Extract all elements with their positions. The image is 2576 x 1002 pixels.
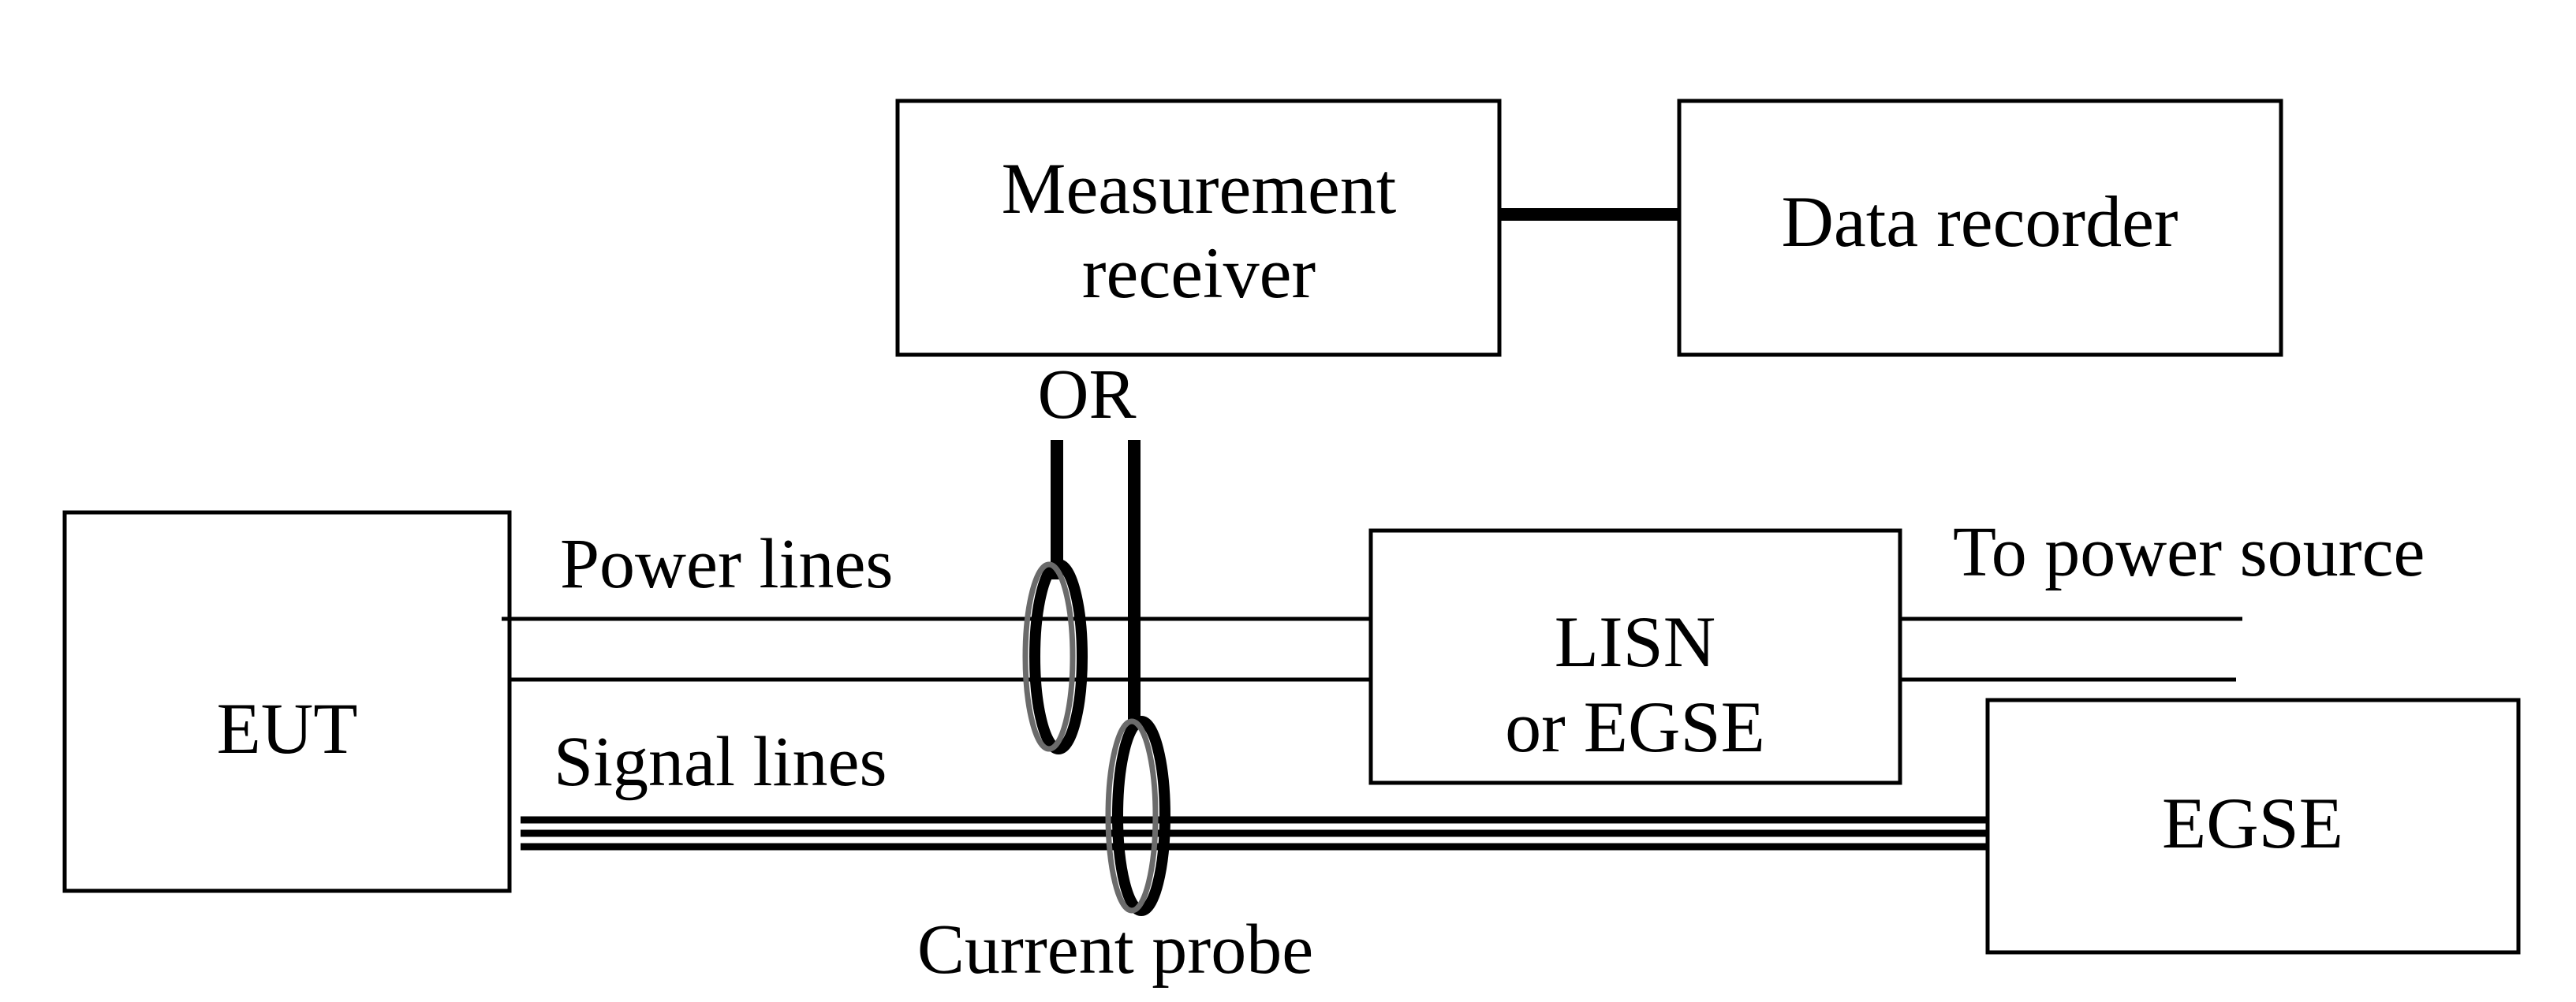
eut-block: EUT — [62, 510, 512, 893]
to-power-source-label: To power source — [1953, 513, 2425, 591]
probe-ring-power-dark — [1029, 559, 1088, 754]
probe-ring-signal-dark — [1112, 716, 1170, 916]
measurement-receiver-label-line2: receiver — [1082, 233, 1316, 313]
lisn-block: LISN or EGSE — [1368, 528, 1902, 785]
current-probe-label: Current probe — [917, 911, 1313, 989]
or-label: OR — [1037, 356, 1136, 434]
data-recorder-label: Data recorder — [1781, 181, 2178, 262]
lisn-label-line1: LISN — [1555, 602, 1715, 682]
egse-label: EGSE — [2162, 783, 2343, 863]
signal-lines-label: Signal lines — [554, 723, 887, 801]
power-lines-label: Power lines — [560, 525, 893, 603]
probe-ring-signal-light — [1105, 718, 1159, 914]
egse-block: EGSE — [1985, 698, 2521, 955]
data-recorder-block: Data recorder — [1677, 99, 2283, 357]
measurement-receiver-block: Measurement receiver — [895, 99, 1502, 357]
lisn-box — [1368, 528, 1902, 785]
current-probe-signal-lines — [1105, 716, 1170, 916]
egse-box — [1985, 698, 2521, 955]
eut-box — [62, 510, 512, 893]
data-recorder-box — [1677, 99, 2283, 357]
measurement-receiver-label-line1: Measurement — [1002, 148, 1397, 229]
probe-ring-power-light — [1022, 561, 1076, 752]
current-probe-power-lines — [1022, 559, 1088, 754]
lisn-label-line2: or EGSE — [1505, 687, 1765, 767]
eut-label: EUT — [217, 688, 358, 769]
signal-line-bundle — [521, 816, 1988, 851]
measurement-receiver-box — [895, 99, 1502, 357]
